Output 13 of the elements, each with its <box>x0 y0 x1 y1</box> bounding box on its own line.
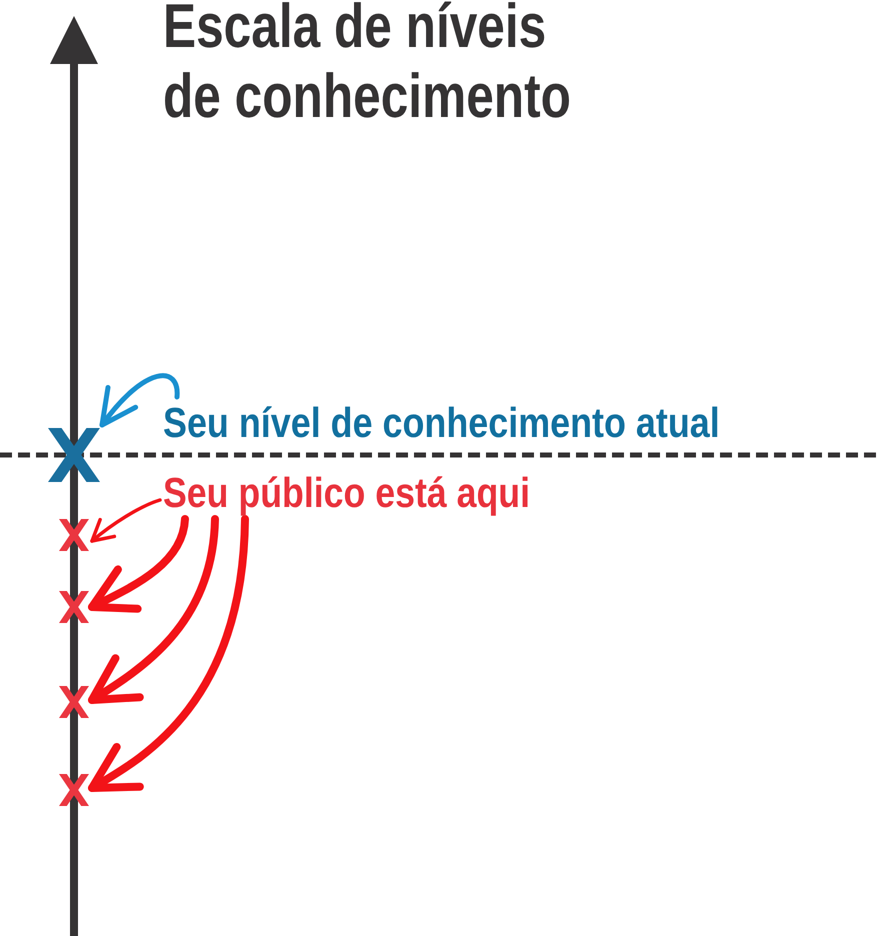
arrow <box>90 498 162 543</box>
arrow <box>88 515 249 792</box>
current-level-label: Seu nível de conhecimento atual <box>163 399 720 447</box>
cross-mark-icon <box>59 519 89 551</box>
arrow <box>88 515 219 704</box>
cross-mark-icon <box>59 591 89 623</box>
arrow <box>100 373 180 428</box>
title: Escala de níveis de conhecimento <box>163 0 572 132</box>
cross-mark-icon <box>48 428 100 482</box>
cross-mark-icon <box>59 774 89 806</box>
cross-mark-icon <box>59 686 89 718</box>
audience-label: Seu público está aqui <box>163 469 530 517</box>
arrow <box>88 515 189 613</box>
